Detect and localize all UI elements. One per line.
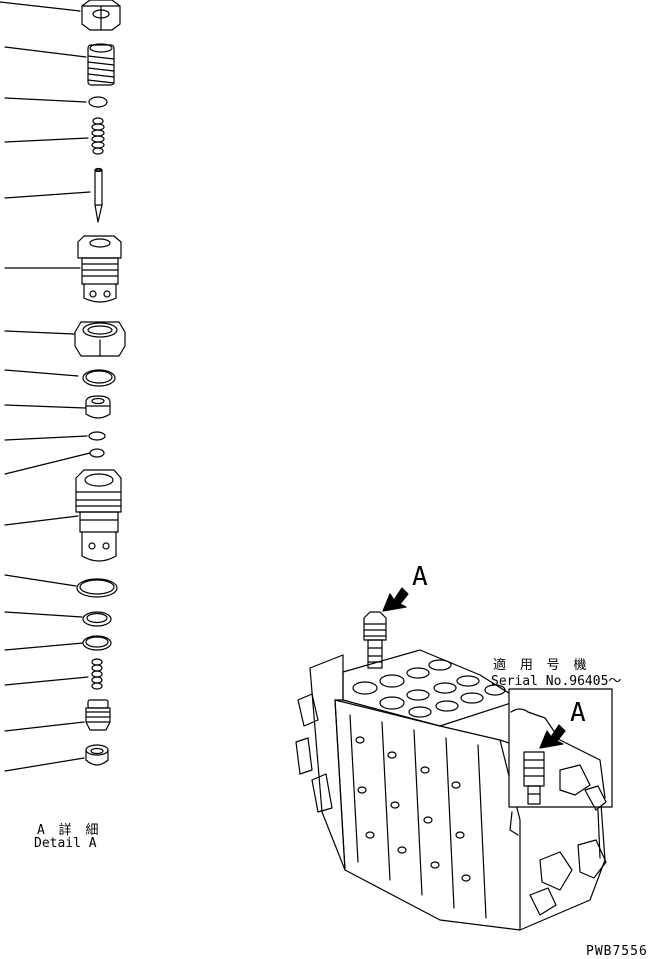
part-o-ring [82, 635, 112, 651]
part-seat [85, 744, 109, 766]
part-o-ring [76, 578, 118, 598]
serial-title-jp: 適 用 号 機 [493, 658, 590, 673]
part-spring [91, 658, 103, 690]
part-threaded-plug [87, 43, 115, 86]
arrow-pointer-icon [539, 724, 566, 749]
detail-view-a-label: A [570, 698, 586, 728]
serial-number: Serial No.96405～ [491, 674, 622, 689]
part-plug-cap [85, 395, 111, 419]
figure-code: PWB7556 [586, 944, 648, 959]
part-cartridge-body [75, 469, 122, 562]
part-small-o-ring [88, 431, 106, 441]
leader-lines [0, 1, 91, 772]
part-backup-ring [82, 611, 112, 627]
detail-title-jp: A 詳 細 [37, 823, 102, 838]
part-small-o-ring [89, 448, 105, 458]
detail-title-en: Detail A [34, 836, 97, 851]
part-small-o-ring [88, 96, 108, 108]
part-spring [91, 117, 105, 155]
view-a-label: A [412, 562, 428, 592]
part-needle-pin [94, 167, 103, 223]
serial-detail-box [508, 688, 613, 859]
arrow-pointer-icon [382, 587, 409, 612]
part-poppet [85, 699, 111, 731]
part-o-ring [82, 369, 116, 387]
part-valve-body [77, 235, 122, 303]
part-hex-nut [81, 0, 121, 31]
part-lock-nut [74, 321, 126, 357]
